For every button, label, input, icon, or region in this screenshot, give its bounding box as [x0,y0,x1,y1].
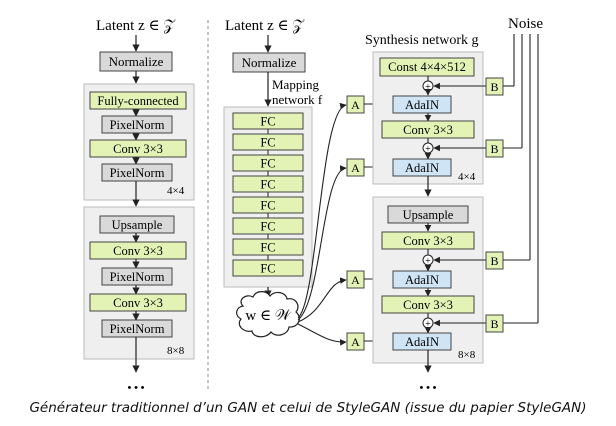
upsample-right-text: Upsample [403,208,454,222]
normalize-left-text: Normalize [109,54,164,69]
adain-text: AdaIN [405,98,439,112]
b-label: B [490,254,498,268]
normalize-box-right [232,52,306,73]
latent-left-label: Latent z ∈ 𝒵 [96,18,176,34]
conv-text: Conv 3×3 [403,298,453,312]
w-connections [297,102,347,346]
res-8x8-left: 8×8 [167,345,185,357]
fc-layer-label: FC [260,157,275,171]
pixelnorm-4-left-text: PixelNorm [110,322,165,336]
res-8x8-right: 8×8 [458,349,476,361]
a-label: A [351,273,360,287]
fc-layer-label: FC [260,178,275,192]
b-box [485,314,504,333]
adain-box [392,95,452,114]
conv-text: Conv 3×3 [403,234,453,248]
adain-text: AdaIN [405,161,439,175]
const-box [379,57,475,77]
pixelnorm-1-left-text: PixelNorm [110,118,165,132]
noise-label: Noise [508,16,543,32]
const-text: Const 4×4×512 [388,60,466,74]
pixelnorm-3-left-text: PixelNorm [110,270,165,284]
plus-sign: + [425,82,431,93]
conv-3-left-text: Conv 3×3 [113,296,163,310]
fc-layer [232,259,304,277]
res-4x4-left: 4×4 [167,185,185,197]
fc-left-text: Fully-connected [97,94,179,108]
fc-layer-label: FC [260,136,275,150]
fc-layer-label: FC [260,262,275,276]
mapping-label-2: network f [272,92,323,107]
figure-caption: Générateur traditionnel d’un GAN et celu… [29,400,587,416]
a-label: A [351,161,360,175]
b-label: B [490,317,498,331]
fc-stack: FC FC FC FC FC FC FC FC [232,112,304,277]
ellipsis-left: • • • [127,382,144,394]
adain-text: AdaIN [405,335,439,349]
synthesis-label: Synthesis network g [365,33,479,48]
pixelnorm-1-left [101,115,173,134]
adain-text: AdaIN [405,273,439,287]
b-box [485,139,504,158]
conv-2-left [89,241,187,260]
plus-sign: + [425,319,431,330]
conv-text: Conv 3×3 [403,123,453,137]
upsample-left-text: Upsample [112,218,163,232]
conv-2-left-text: Conv 3×3 [113,244,163,258]
fc-layer-label: FC [260,199,275,213]
b-box [485,77,504,96]
a-boxes: A A A A [346,95,365,351]
adain-box [392,270,452,289]
adain-box [392,158,452,177]
conv-1-left-text: Conv 3×3 [113,142,163,156]
fc-layer-label: FC [260,241,275,255]
pixelnorm-2-left-text: PixelNorm [110,166,165,180]
plus-sign: + [425,144,431,155]
w-space-label: w ∈ 𝒲 [245,308,291,324]
a-label: A [351,98,360,112]
upsample-left [99,215,175,234]
conv-1-left [89,139,187,158]
b-box [485,251,504,270]
adain-box [392,332,452,351]
b-label: B [490,142,498,156]
pixelnorm-3-left [101,267,173,286]
conv-3-left [89,293,187,312]
normalize-right-text: Normalize [242,55,297,70]
fc-box-left [89,91,187,110]
noise-lines [433,34,539,327]
pixelnorm-4-left [101,319,173,338]
a-label: A [351,335,360,349]
plus-sign: + [425,256,431,267]
mapping-label-1: Mapping [272,77,319,92]
latent-right-label: Latent z ∈ 𝒵 [225,18,305,34]
ellipsis-right: • • • [419,382,436,394]
fc-layer-label: FC [260,220,275,234]
res-4x4-right: 4×4 [458,171,476,183]
b-boxes: B B B B [485,77,504,333]
b-label: B [490,80,498,94]
fc-layer-label: FC [260,115,275,129]
pixelnorm-2-left [101,163,173,182]
